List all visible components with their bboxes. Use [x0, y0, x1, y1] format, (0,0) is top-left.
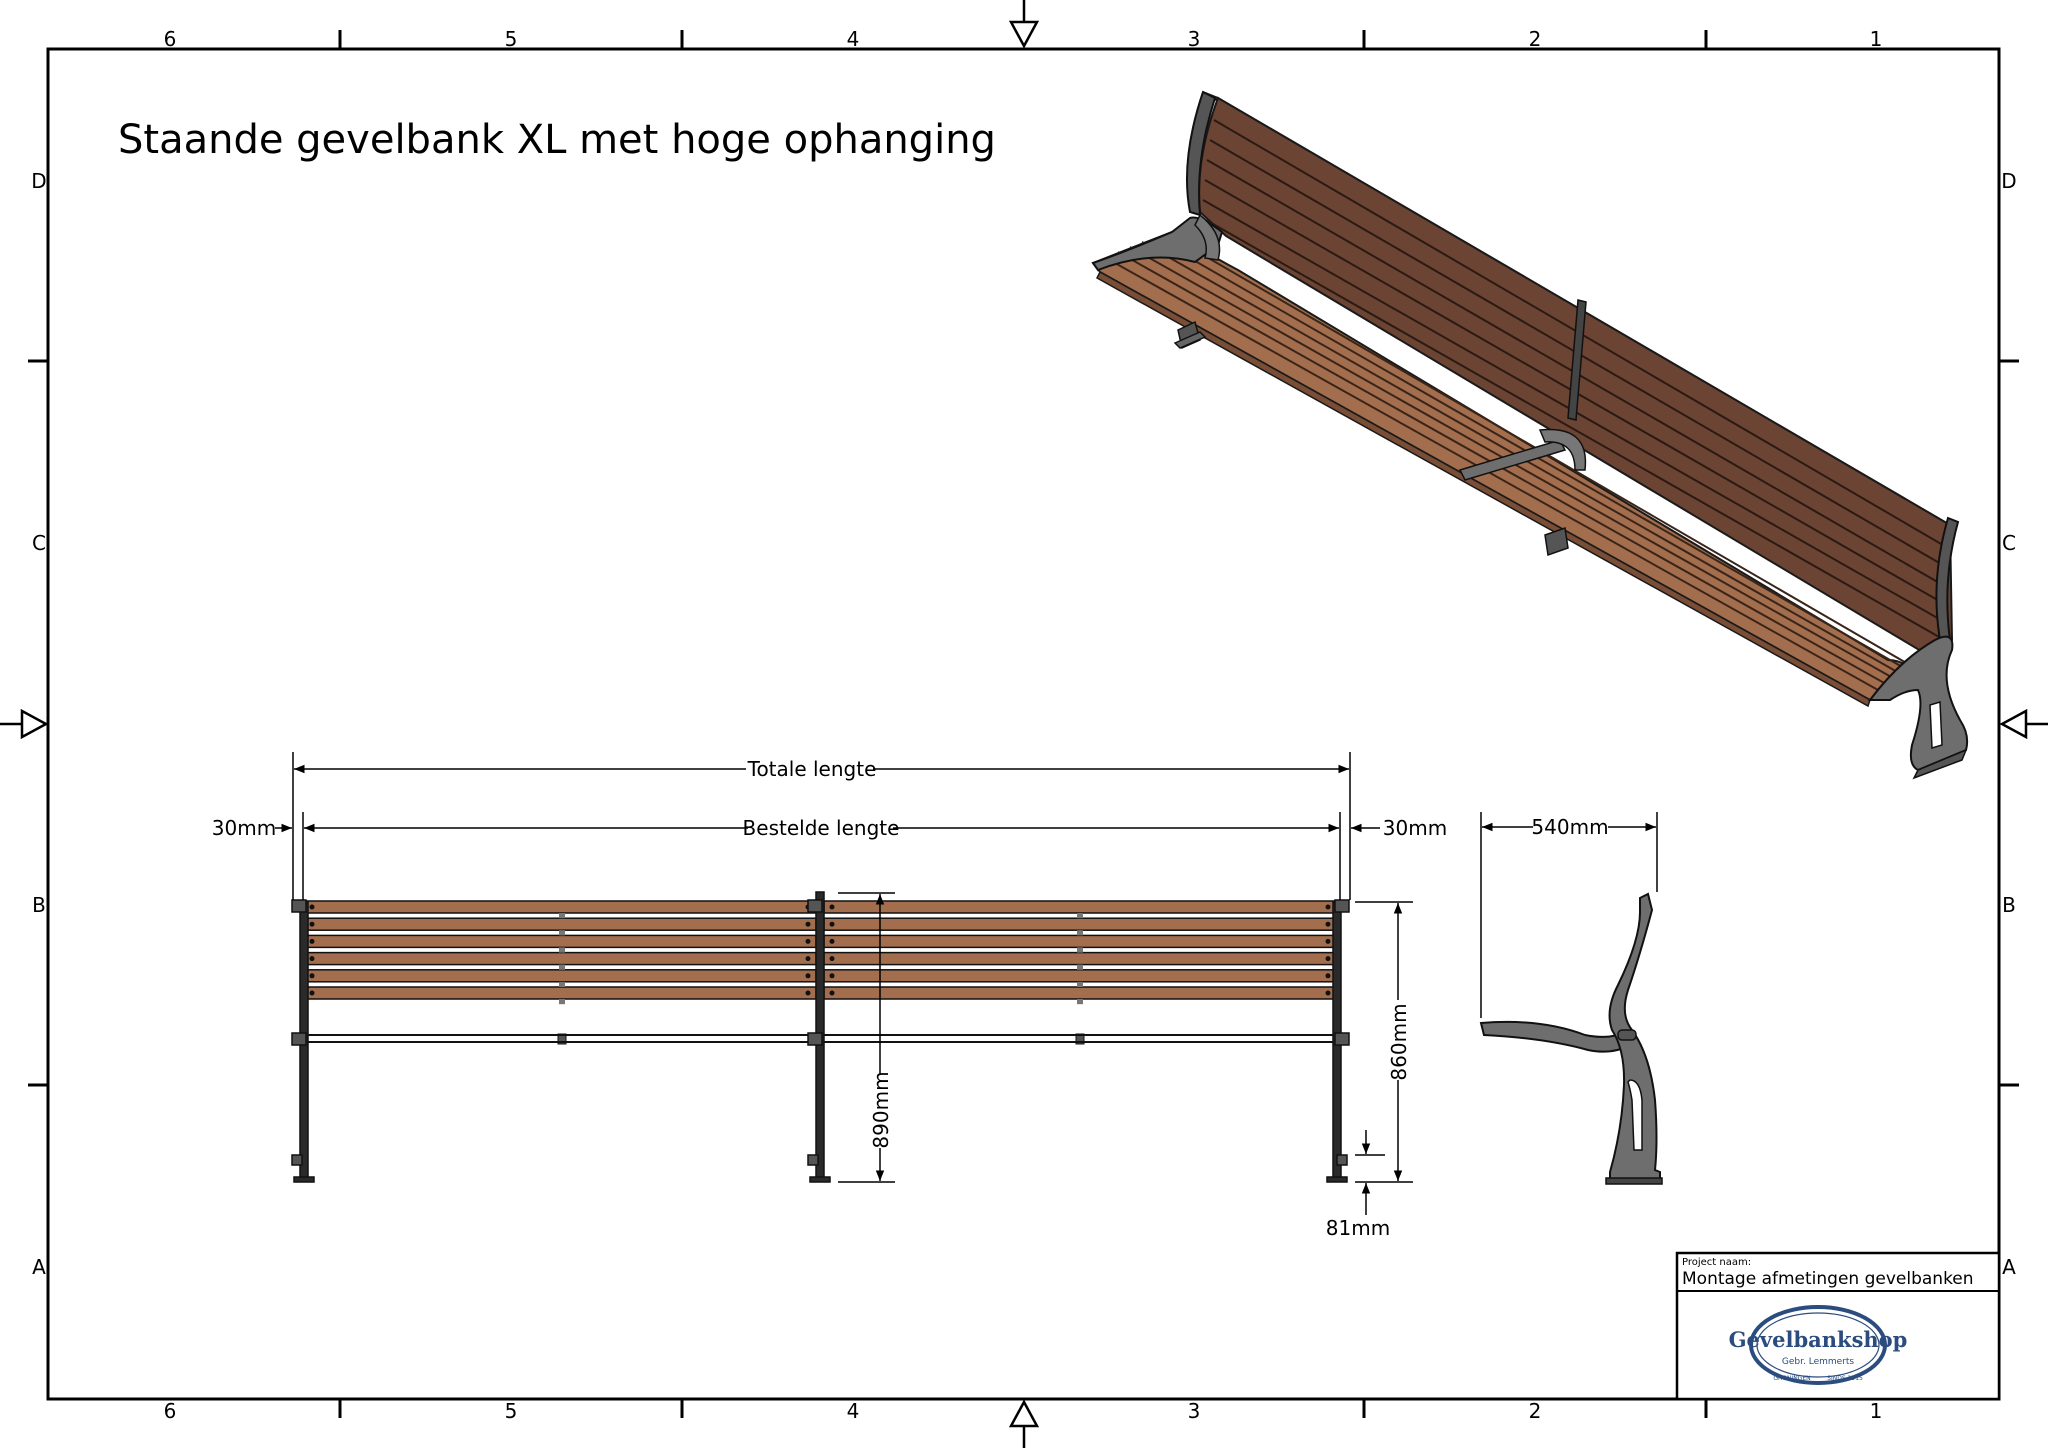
- front-slat: [303, 900, 817, 914]
- slat-spacer: [1077, 913, 1083, 919]
- zone-row-b-right: B: [2002, 893, 2016, 917]
- zone-col-3-top: 3: [1188, 27, 1201, 51]
- front-slat: [303, 969, 817, 983]
- slat-bolt: [805, 990, 811, 996]
- dim-foot-height: 81mm: [1326, 1216, 1390, 1240]
- slat-bolt: [829, 973, 835, 979]
- zone-col-1-bottom: 1: [1870, 1399, 1883, 1423]
- zone-row-d-left: D: [31, 169, 46, 193]
- zone-col-1-top: 1: [1870, 27, 1883, 51]
- zone-col-6-bottom: 6: [164, 1399, 177, 1423]
- slat-spacer: [559, 930, 565, 936]
- slat-bolt: [1325, 904, 1331, 910]
- dim-right-offset: 30mm: [1383, 816, 1447, 840]
- isometric-bench-view: [1091, 90, 1969, 780]
- slat-bolt: [829, 938, 835, 944]
- zone-col-6-top: 6: [164, 27, 177, 51]
- slat-spacer: [559, 913, 565, 919]
- slat-spacer: [559, 999, 565, 1005]
- front-slat: [823, 917, 1337, 931]
- front-slat: [303, 986, 817, 1000]
- side-view: 540mm: [1479, 812, 1663, 1185]
- zone-col-5-bottom: 5: [505, 1399, 518, 1423]
- dim-total-length: Totale lengte: [747, 757, 877, 781]
- dim-ordered-length: Bestelde lengte: [743, 816, 900, 840]
- slat-bolt: [309, 904, 315, 910]
- zone-col-2-top: 2: [1529, 27, 1542, 51]
- zone-col-2-bottom: 2: [1529, 1399, 1542, 1423]
- slat-bolt: [309, 921, 315, 927]
- zone-col-5-top: 5: [505, 27, 518, 51]
- zone-row-b-left: B: [32, 893, 46, 917]
- slat-bolt: [1325, 956, 1331, 962]
- slat-bolt: [805, 956, 811, 962]
- zone-row-d-right: D: [2001, 169, 2016, 193]
- slat-spacer: [559, 964, 565, 970]
- zone-col-3-bottom: 3: [1188, 1399, 1201, 1423]
- slat-bolt: [829, 904, 835, 910]
- slat-bolt: [805, 973, 811, 979]
- zone-row-a-right: A: [2002, 1255, 2016, 1279]
- front-slat: [303, 934, 817, 949]
- slat-bolt: [1325, 921, 1331, 927]
- front-slat: [303, 951, 817, 966]
- dim-depth: 540mm: [1531, 815, 1608, 839]
- slat-spacer: [1077, 981, 1083, 987]
- front-slat: [823, 969, 1337, 983]
- slat-bolt: [1325, 990, 1331, 996]
- slat-bolt: [309, 956, 315, 962]
- slat-spacer: [1077, 930, 1083, 936]
- logo-name: Gevelbankshop: [1729, 1327, 1908, 1352]
- front-view: Totale lengte Bestelde lengte 30mm 30mm …: [212, 752, 1447, 1240]
- dim-left-offset: 30mm: [212, 816, 276, 840]
- front-slat: [303, 917, 817, 931]
- logo-foot-left: GRONINGEN: [1773, 1375, 1810, 1382]
- dim-back-height: 860mm: [1387, 1003, 1411, 1080]
- slat-bolt: [829, 921, 835, 927]
- logo-foot-right: SINDS 1915: [1827, 1375, 1863, 1382]
- slat-spacer: [1077, 999, 1083, 1005]
- slat-bolt: [805, 921, 811, 927]
- drawing-title: Staande gevelbank XL met hoge ophanging: [118, 117, 996, 163]
- slat-spacer: [559, 981, 565, 987]
- zone-row-a-left: A: [32, 1255, 46, 1279]
- slat-bolt: [309, 938, 315, 944]
- slat-spacer: [559, 947, 565, 953]
- gevelbankshop-logo: Gevelbankshop Gebr. Lemmerts GRONINGEN S…: [1729, 1305, 1908, 1385]
- slat-bolt: [1325, 938, 1331, 944]
- slat-bolt: [829, 956, 835, 962]
- front-slat: [823, 986, 1337, 1000]
- logo-sub: Gebr. Lemmerts: [1782, 1357, 1855, 1367]
- front-slat: [823, 951, 1337, 966]
- slat-bolt: [309, 973, 315, 979]
- project-label: Project naam:: [1682, 1257, 1751, 1268]
- slat-bolt: [1325, 973, 1331, 979]
- front-slat: [823, 934, 1337, 949]
- zone-col-4-bottom: 4: [847, 1399, 860, 1423]
- dim-seat-height: 890mm: [869, 1071, 893, 1148]
- zone-row-c-left: C: [32, 531, 46, 555]
- slat-spacer: [1077, 964, 1083, 970]
- slat-spacer: [1077, 947, 1083, 953]
- zone-row-c-right: C: [2002, 531, 2016, 555]
- slat-bolt: [309, 990, 315, 996]
- slat-bolt: [829, 990, 835, 996]
- project-name: Montage afmetingen gevelbanken: [1682, 1269, 1974, 1289]
- front-slat: [823, 900, 1337, 914]
- title-block: Project naam: Montage afmetingen gevelba…: [1675, 1251, 2001, 1401]
- slat-bolt: [805, 938, 811, 944]
- front-view-slats: [303, 900, 1337, 1045]
- zone-col-4-top: 4: [847, 27, 860, 51]
